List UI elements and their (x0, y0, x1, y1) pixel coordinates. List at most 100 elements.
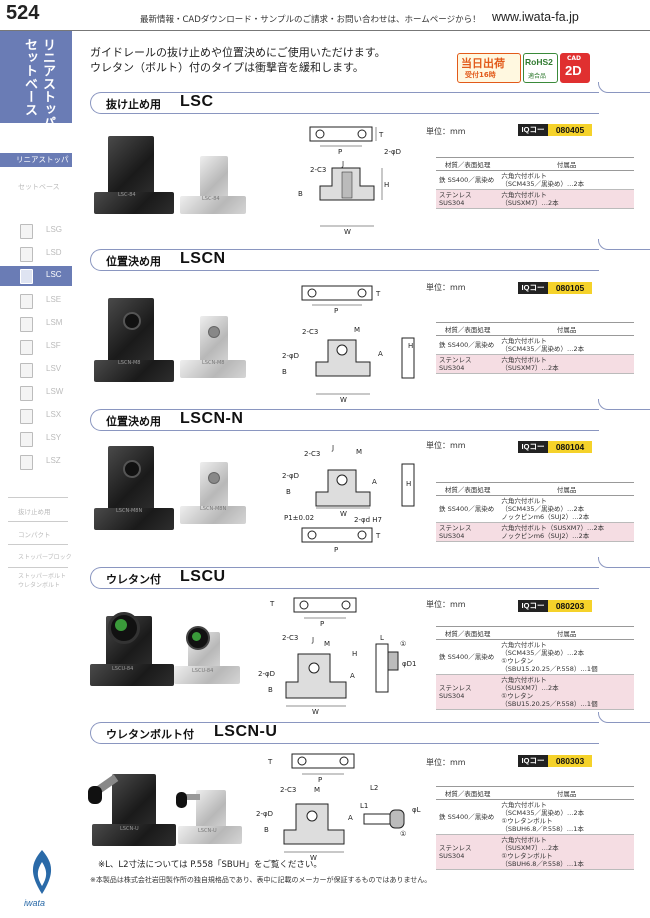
svg-text:T: T (269, 600, 275, 608)
svg-text:2-φD: 2-φD (258, 670, 275, 678)
svg-text:φL: φL (412, 806, 421, 814)
unit-label: 単位：mm (426, 758, 466, 767)
svg-text:H: H (352, 650, 357, 658)
product-photo-lscu-steel: LSCU-84 (90, 608, 174, 694)
product-photo-lscn-n-stainless: LSCN-M8N (180, 462, 246, 530)
footer-note-1: ※L、L2寸法については P.558「SBUH」をご覧ください。 (98, 860, 322, 870)
svg-text:B: B (286, 488, 291, 496)
svg-text:M: M (356, 448, 362, 456)
spec-table-lscu: 材質／表面処理付属品 鉄 SS400／黒染め六角穴付ボルト（SCM435／黒染め… (436, 626, 634, 710)
sidebar-link-stopper-bolt[interactable]: ストッパーボルト (18, 573, 67, 580)
product-photo-lsc-stainless: LSC-84 (180, 156, 246, 218)
page-number: 524 (6, 2, 40, 24)
sidebar-link-nukedome[interactable]: 抜け止め用 (18, 508, 51, 516)
svg-text:M: M (354, 326, 360, 334)
svg-text:M: M (314, 786, 320, 794)
sidebar-link-urethane-bolt[interactable]: ウレタンボルト (18, 582, 61, 589)
spec-table-lscn-n: 材質／表面処理付属品 鉄 SS400／黒染め六角穴付ボルト（SCM435／黒染め… (436, 482, 634, 542)
iwata-logo-text: iwata (24, 898, 46, 908)
svg-text:①: ① (400, 640, 406, 648)
block-icon (20, 294, 33, 309)
cad-2d-badge[interactable]: CAD 2D (560, 53, 590, 83)
spec-table-lsc: 材質／表面処理付属品 鉄 SS400／黒染め六角穴付ボルト（SCM435／黒染め… (436, 157, 634, 209)
unit-label: 単位：mm (426, 127, 466, 136)
sidebar-item-lsv[interactable]: LSV (0, 360, 72, 380)
svg-text:M: M (324, 640, 330, 648)
sidebar-divider (8, 567, 68, 568)
iwata-logo-icon (32, 850, 52, 894)
svg-text:P: P (334, 307, 338, 315)
sidebar-item-lsd[interactable]: LSD (0, 244, 72, 264)
svg-text:B: B (268, 686, 273, 694)
section-header-lscn: 位置決め用 LSCN (90, 239, 650, 271)
svg-text:P: P (338, 148, 342, 156)
sidebar-divider (8, 544, 68, 545)
sidebar-title-line2: セットベース (22, 38, 37, 116)
intro-line1: ガイドレールの抜け止めや位置決めにご使用いただけます。 (90, 46, 386, 59)
svg-text:2-C3: 2-C3 (310, 166, 326, 174)
same-day-shipping-badge: 当日出荷 受付16時 (457, 53, 521, 83)
svg-text:P: P (318, 776, 322, 784)
sidebar-item-lsc[interactable]: LSC (0, 266, 72, 286)
footer-note-2: ※本製品は株式会社岩田製作所の独自規格品であり、表中に記載のメーカーが保証するも… (90, 876, 432, 884)
block-icon (20, 317, 33, 332)
svg-text:φD1: φD1 (402, 660, 416, 668)
svg-text:①: ① (400, 830, 406, 838)
svg-text:T: T (375, 532, 381, 540)
block-icon (20, 247, 33, 262)
sidebar-divider (8, 497, 68, 498)
sidebar-item-lsm[interactable]: LSM (0, 314, 72, 334)
sidebar-item-lsw[interactable]: LSW (0, 383, 72, 403)
rohs2-badge: RoHS2 適合品 (523, 53, 558, 83)
sidebar-active-category[interactable]: リニアストッパ− (0, 153, 72, 178)
svg-text:B: B (264, 826, 269, 834)
section-header-lscu: ウレタン付 LSCU (90, 557, 650, 589)
svg-text:P: P (320, 620, 324, 628)
svg-text:T: T (375, 290, 381, 298)
sidebar-set-base[interactable]: セットベース (18, 183, 60, 191)
sidebar-item-lsf[interactable]: LSF (0, 337, 72, 357)
sidebar-item-lse[interactable]: LSE (0, 291, 72, 311)
svg-text:L: L (380, 634, 384, 642)
section-header-lsc: 抜け止め用 LSC (90, 82, 650, 114)
svg-text:P: P (334, 546, 338, 554)
sidebar-link-compact[interactable]: コンパクト (18, 531, 51, 539)
product-photo-lscn-stainless: LSCN-M8 (180, 316, 246, 384)
product-photo-lsc-steel: LSC-84 (94, 136, 174, 220)
sidebar-title-band (0, 31, 72, 123)
svg-text:W: W (310, 854, 317, 862)
sidebar-item-lsg[interactable]: LSG (0, 221, 72, 241)
block-icon (20, 409, 33, 424)
svg-text:2-φD: 2-φD (256, 810, 273, 818)
intro-line2: ウレタン（ボルト）付のタイプは衝撃音を緩和します。 (90, 61, 364, 74)
sidebar-item-lsz[interactable]: LSZ (0, 452, 72, 472)
svg-text:W: W (312, 708, 319, 716)
svg-text:J: J (341, 160, 344, 168)
sidebar-title-line1: リニアストッパー (40, 38, 55, 142)
block-icon (20, 224, 33, 239)
svg-text:A: A (372, 478, 377, 486)
section-header-lscn-u: ウレタンボルト付 LSCN-U (90, 712, 650, 744)
sidebar-item-lsy[interactable]: LSY (0, 429, 72, 449)
spec-table-lscn: 材質／表面処理付属品 鉄 SS400／黒染め六角穴付ボルト（SCM435／黒染め… (436, 322, 634, 374)
svg-text:2-C3: 2-C3 (302, 328, 318, 336)
svg-text:H: H (408, 342, 413, 350)
svg-text:2-φD: 2-φD (384, 148, 401, 156)
sidebar-divider (8, 521, 68, 522)
sidebar-link-stopper-block[interactable]: ストッパーブロック (18, 554, 72, 561)
drawing-lsc: P T 2-φD W 2-C3 J H B (298, 126, 401, 236)
sidebar-item-lsx[interactable]: LSX (0, 406, 72, 426)
svg-text:L2: L2 (370, 784, 378, 792)
svg-text:J: J (311, 636, 314, 644)
svg-text:A: A (378, 350, 383, 358)
product-photo-lscn-steel: LSCN-M8 (94, 298, 174, 390)
svg-text:B: B (282, 368, 287, 376)
header-url-link[interactable]: www.iwata-fa.jp (492, 10, 579, 24)
svg-text:2-φD: 2-φD (282, 472, 299, 480)
drawing-lscn: P T 2-C3 M 2-φD B W A H (282, 285, 415, 404)
